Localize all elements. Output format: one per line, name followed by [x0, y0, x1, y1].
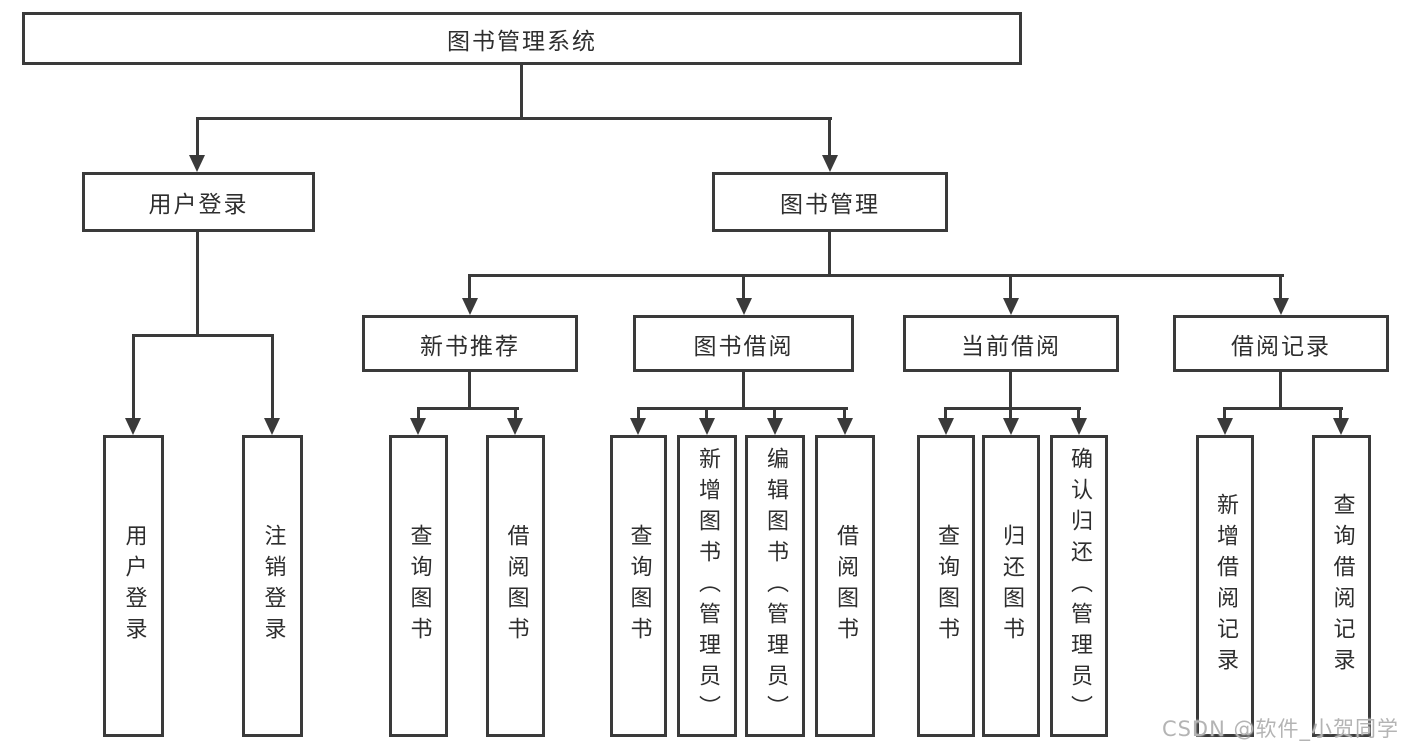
connector-stem-leaf	[1223, 407, 1226, 421]
leaf-query-books-newrec: 查询图书	[389, 435, 448, 737]
connector-stem-leaf	[1339, 407, 1342, 421]
leaf-return-book: 归还图书	[982, 435, 1040, 737]
connector-borrowing-branch	[637, 407, 848, 410]
node-label: 图书管理系统	[447, 28, 597, 55]
connector-stem-leaf	[132, 334, 135, 420]
arrowhead-down-icon	[125, 418, 141, 435]
arrowhead-down-icon	[837, 418, 853, 435]
node-book-borrowing: 图书借阅	[633, 315, 854, 372]
connector-stem-leaf	[271, 334, 274, 420]
leaf-label: 新增借阅记录	[1213, 493, 1238, 679]
connector-stem-leaf	[1009, 407, 1012, 421]
connector-userlogin-branch	[132, 334, 274, 337]
connector-stem-leaf	[514, 407, 517, 421]
connector-stem-leaf	[705, 407, 708, 421]
connector-bookmgmt-branch	[468, 274, 1284, 277]
leaf-edit-book-admin: 编辑图书（管理员）	[745, 435, 805, 737]
arrowhead-down-icon	[507, 418, 523, 435]
arrowhead-down-icon	[822, 155, 838, 172]
leaf-label: 确认归还（管理员）	[1067, 446, 1092, 726]
arrowhead-down-icon	[1071, 418, 1087, 435]
connector-newrec-branch	[417, 407, 519, 410]
leaf-label: 查询图书	[626, 524, 652, 648]
node-book-management: 图书管理	[712, 172, 948, 232]
node-label: 图书借阅	[693, 333, 794, 360]
leaf-label: 用户登录	[121, 524, 147, 648]
leaf-label: 编辑图书（管理员）	[763, 446, 788, 726]
arrowhead-down-icon	[938, 418, 954, 435]
arrowhead-down-icon	[462, 298, 478, 315]
node-label: 图书管理	[780, 192, 880, 218]
arrowhead-down-icon	[736, 298, 752, 315]
connector-userlogin-drop	[196, 232, 199, 337]
arrowhead-down-icon	[264, 418, 280, 435]
connector-borrowing-drop	[742, 372, 745, 410]
leaf-label: 查询图书	[406, 524, 432, 648]
connector-root-branch	[196, 117, 832, 120]
node-label: 当前借阅	[961, 333, 1061, 360]
leaf-label: 借阅图书	[833, 524, 858, 648]
leaf-borrow-books-newrec: 借阅图书	[486, 435, 545, 737]
leaf-user-login: 用户登录	[103, 435, 164, 737]
arrowhead-down-icon	[630, 418, 646, 435]
node-user-login: 用户登录	[82, 172, 315, 232]
connector-stem-l3	[1009, 274, 1012, 300]
node-borrowing-records: 借阅记录	[1173, 315, 1389, 372]
connector-records-drop	[1279, 372, 1282, 410]
arrowhead-down-icon	[1003, 298, 1019, 315]
connector-current-branch	[944, 407, 1081, 410]
arrowhead-down-icon	[1273, 298, 1289, 315]
leaf-query-books-borrowing: 查询图书	[610, 435, 667, 737]
leaf-label: 查询借阅记录	[1329, 493, 1355, 679]
leaf-label: 新增图书（管理员）	[695, 446, 720, 726]
leaf-label: 归还图书	[999, 524, 1024, 648]
node-current-borrowing: 当前借阅	[903, 315, 1119, 372]
node-library-management-system: 图书管理系统	[22, 12, 1022, 65]
arrowhead-down-icon	[1217, 418, 1233, 435]
connector-stem-leaf	[843, 407, 846, 421]
connector-stem-l3	[468, 274, 471, 300]
connector-records-branch	[1223, 407, 1343, 410]
arrowhead-down-icon	[410, 418, 426, 435]
connector-stem-leaf	[944, 407, 947, 421]
node-new-book-recommend: 新书推荐	[362, 315, 578, 372]
leaf-query-books-current: 查询图书	[917, 435, 975, 737]
leaf-query-borrow-record: 查询借阅记录	[1312, 435, 1371, 737]
connector-stem-l3	[742, 274, 745, 300]
connector-root-drop	[520, 65, 523, 119]
leaf-label: 注销登录	[260, 524, 286, 648]
connector-current-drop	[1009, 372, 1012, 410]
leaf-label: 查询图书	[934, 524, 959, 648]
connector-bookmgmt-drop	[828, 232, 831, 277]
connector-stem-leaf	[1077, 407, 1080, 421]
leaf-logout: 注销登录	[242, 435, 303, 737]
connector-stem-leaf	[637, 407, 640, 421]
connector-stem-leaf	[773, 407, 776, 421]
arrowhead-down-icon	[189, 155, 205, 172]
node-label: 新书推荐	[420, 333, 520, 360]
node-label: 用户登录	[148, 192, 249, 218]
arrowhead-down-icon	[767, 418, 783, 435]
leaf-borrow-books-borrowing: 借阅图书	[815, 435, 875, 737]
connector-newrec-drop	[468, 372, 471, 410]
leaf-confirm-return-admin: 确认归还（管理员）	[1050, 435, 1108, 737]
arrowhead-down-icon	[1003, 418, 1019, 435]
csdn-watermark: CSDN @软件_小贺同学	[1161, 717, 1399, 741]
connector-stem-user-login	[196, 117, 199, 158]
connector-stem-book-management	[828, 117, 831, 158]
leaf-add-book-admin: 新增图书（管理员）	[677, 435, 737, 737]
leaf-label: 借阅图书	[503, 524, 529, 648]
node-label: 借阅记录	[1231, 333, 1331, 360]
leaf-add-borrow-record: 新增借阅记录	[1196, 435, 1254, 737]
connector-stem-leaf	[417, 407, 420, 421]
arrowhead-down-icon	[699, 418, 715, 435]
arrowhead-down-icon	[1333, 418, 1349, 435]
connector-stem-l3	[1279, 274, 1282, 300]
